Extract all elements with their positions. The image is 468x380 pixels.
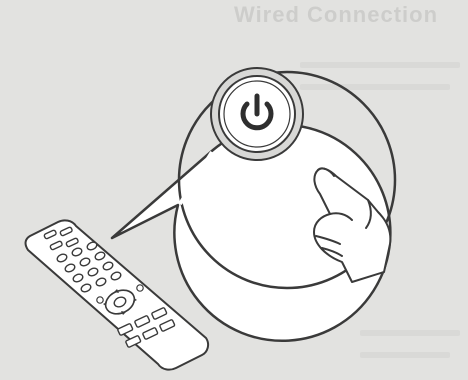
power-button (211, 68, 303, 160)
